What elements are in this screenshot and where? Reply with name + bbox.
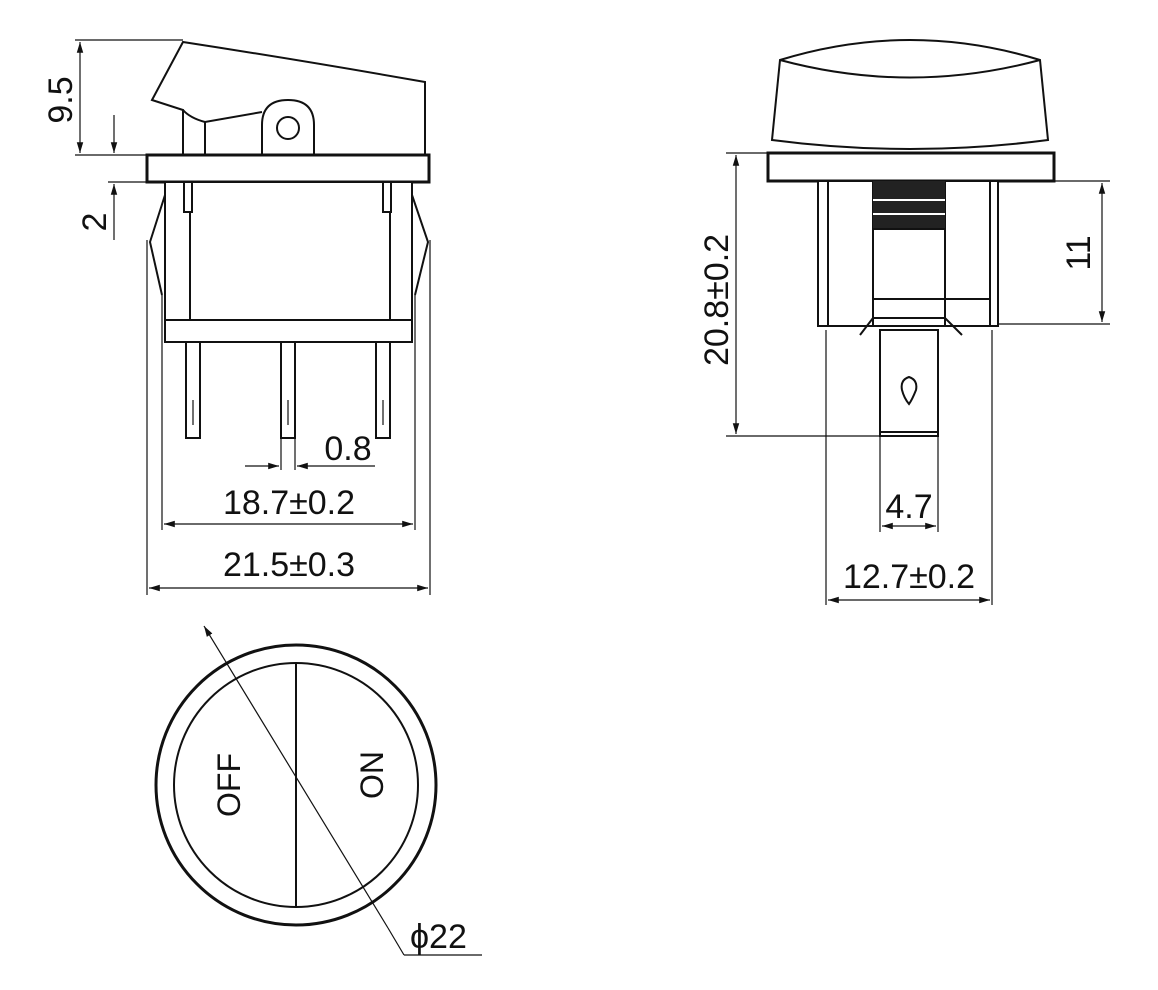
terminal-hole — [900, 375, 918, 406]
label-on: ON — [354, 751, 390, 799]
housing — [164, 181, 413, 343]
dim-housing-height: 11 — [1060, 235, 1098, 270]
right-clip — [411, 194, 430, 296]
label-off: OFF — [211, 753, 247, 817]
side-flange — [766, 151, 1056, 183]
core — [873, 181, 945, 229]
dim-pin-width: 0.8 — [324, 430, 371, 468]
front-view: 9.5 2 0.8 18.7±0.2 21.5±0.3 — [42, 39, 431, 595]
left-clip — [148, 194, 166, 296]
pivot-hole — [276, 116, 300, 140]
terminal — [879, 329, 939, 437]
pin-middle — [280, 341, 296, 439]
pivot-boss — [261, 98, 315, 156]
side-view: 20.8±0.2 11 4.7 12.7±0.2 — [698, 39, 1110, 605]
pin-right — [375, 341, 391, 439]
rocker-actuator — [150, 40, 426, 156]
dim-rocker-height: 9.5 — [42, 76, 80, 123]
pin-left — [185, 341, 201, 439]
round-cap — [770, 39, 1050, 150]
top-view: OFF ON ϕ22 — [154, 625, 482, 956]
dim-inner-width: 18.7±0.2 — [223, 484, 355, 522]
dim-side-width: 12.7±0.2 — [843, 558, 975, 596]
flange — [145, 153, 431, 184]
pins — [185, 341, 391, 439]
dim-outer-width: 21.5±0.3 — [223, 546, 355, 584]
rocker-inner-line — [182, 109, 263, 155]
dim-body-height: 20.8±0.2 — [698, 234, 736, 366]
dim-diameter: ϕ22 — [410, 918, 467, 956]
dim-terminal-width: 4.7 — [885, 488, 932, 526]
dim-flange-height: 2 — [76, 213, 114, 232]
